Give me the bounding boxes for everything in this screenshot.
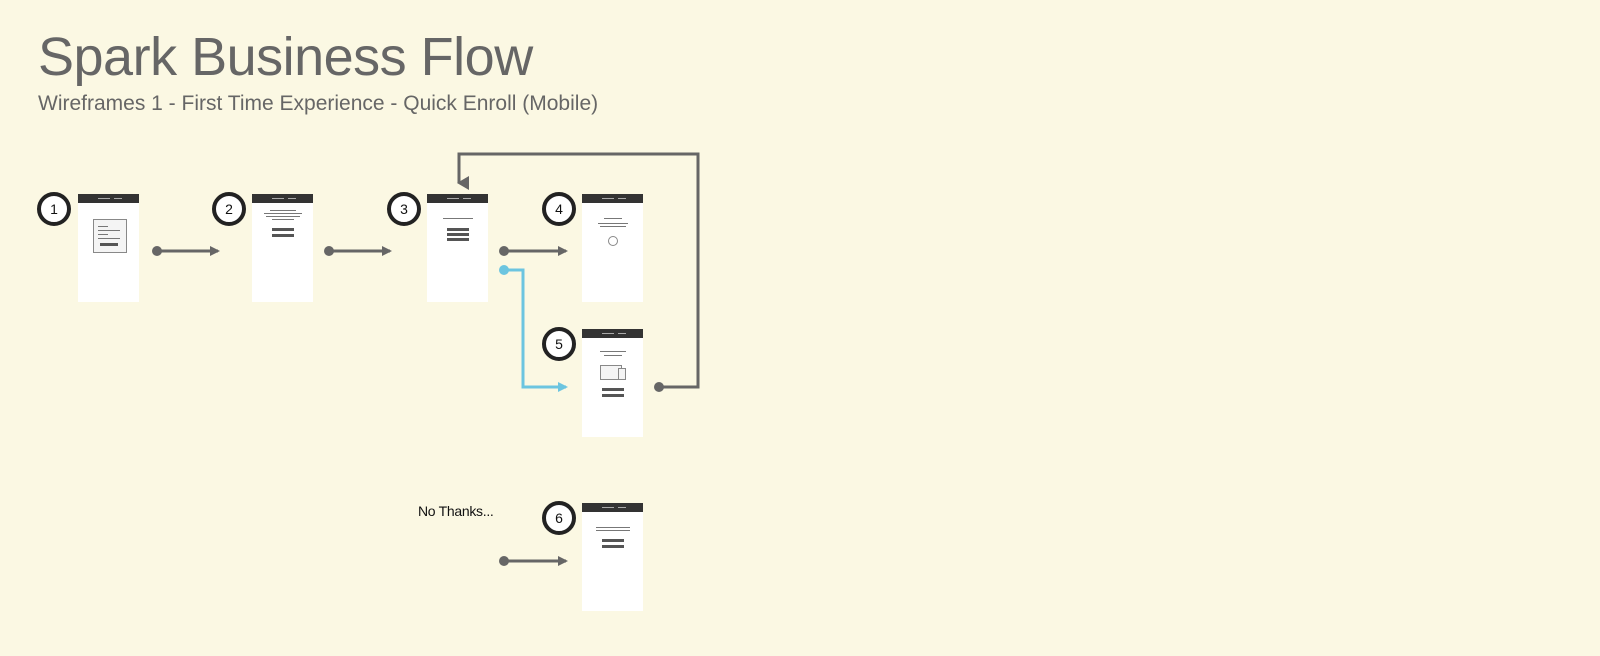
step-badge-4: 4 <box>542 192 576 226</box>
checkmark-icon <box>608 236 618 246</box>
placeholder-line <box>98 230 120 231</box>
wireframe-screen-4[interactable] <box>582 194 643 302</box>
screen-header <box>427 194 488 203</box>
wireframe-screen-5[interactable] <box>582 329 643 437</box>
screen-header <box>78 194 139 203</box>
connector-3-to-5 <box>499 265 568 392</box>
step-badge-3: 3 <box>387 192 421 226</box>
placeholder-line <box>600 226 626 227</box>
connector-2-to-3 <box>324 246 392 256</box>
placeholder-button <box>602 388 624 391</box>
placeholder-line <box>598 223 628 224</box>
placeholder-line <box>264 213 302 214</box>
page-title: Spark Business Flow <box>38 27 533 87</box>
screen-header <box>582 503 643 512</box>
step-badge-5: 5 <box>542 327 576 361</box>
wireframe-screen-6[interactable] <box>582 503 643 611</box>
screen-header <box>582 194 643 203</box>
device-illustration <box>618 368 626 380</box>
wireframe-screen-1[interactable] <box>78 194 139 302</box>
connector-3-to-4 <box>499 246 568 256</box>
placeholder-button <box>272 234 294 237</box>
placeholder-line <box>98 226 108 227</box>
placeholder-line <box>266 216 300 217</box>
placeholder-line <box>596 527 630 528</box>
login-box <box>93 219 127 253</box>
connector-no-thanks-to-6 <box>499 556 568 566</box>
placeholder-line <box>98 238 120 239</box>
placeholder-button <box>272 228 294 231</box>
placeholder-line <box>604 218 622 219</box>
placeholder-button <box>602 539 624 542</box>
placeholder-button <box>602 394 624 397</box>
placeholder-line <box>604 355 622 356</box>
placeholder-line <box>270 210 296 211</box>
placeholder-button <box>447 233 469 236</box>
placeholder-button <box>447 238 469 241</box>
wireframe-screen-2[interactable] <box>252 194 313 302</box>
step-badge-6: 6 <box>542 501 576 535</box>
connector-5-to-3 <box>457 152 700 392</box>
placeholder-button <box>447 228 469 231</box>
placeholder-line <box>600 351 626 352</box>
wireframe-screen-3[interactable] <box>427 194 488 302</box>
screen-header <box>582 329 643 338</box>
no-thanks-label: No Thanks... <box>418 503 494 519</box>
placeholder-line <box>98 234 108 235</box>
placeholder-button <box>602 545 624 548</box>
connector-1-to-2 <box>152 246 220 256</box>
placeholder-line <box>596 530 630 531</box>
step-badge-1: 1 <box>37 192 71 226</box>
placeholder-line <box>443 218 473 219</box>
placeholder-line <box>272 219 294 220</box>
screen-header <box>252 194 313 203</box>
step-badge-2: 2 <box>212 192 246 226</box>
placeholder-button <box>100 243 118 246</box>
page-subtitle: Wireframes 1 - First Time Experience - Q… <box>38 92 599 115</box>
